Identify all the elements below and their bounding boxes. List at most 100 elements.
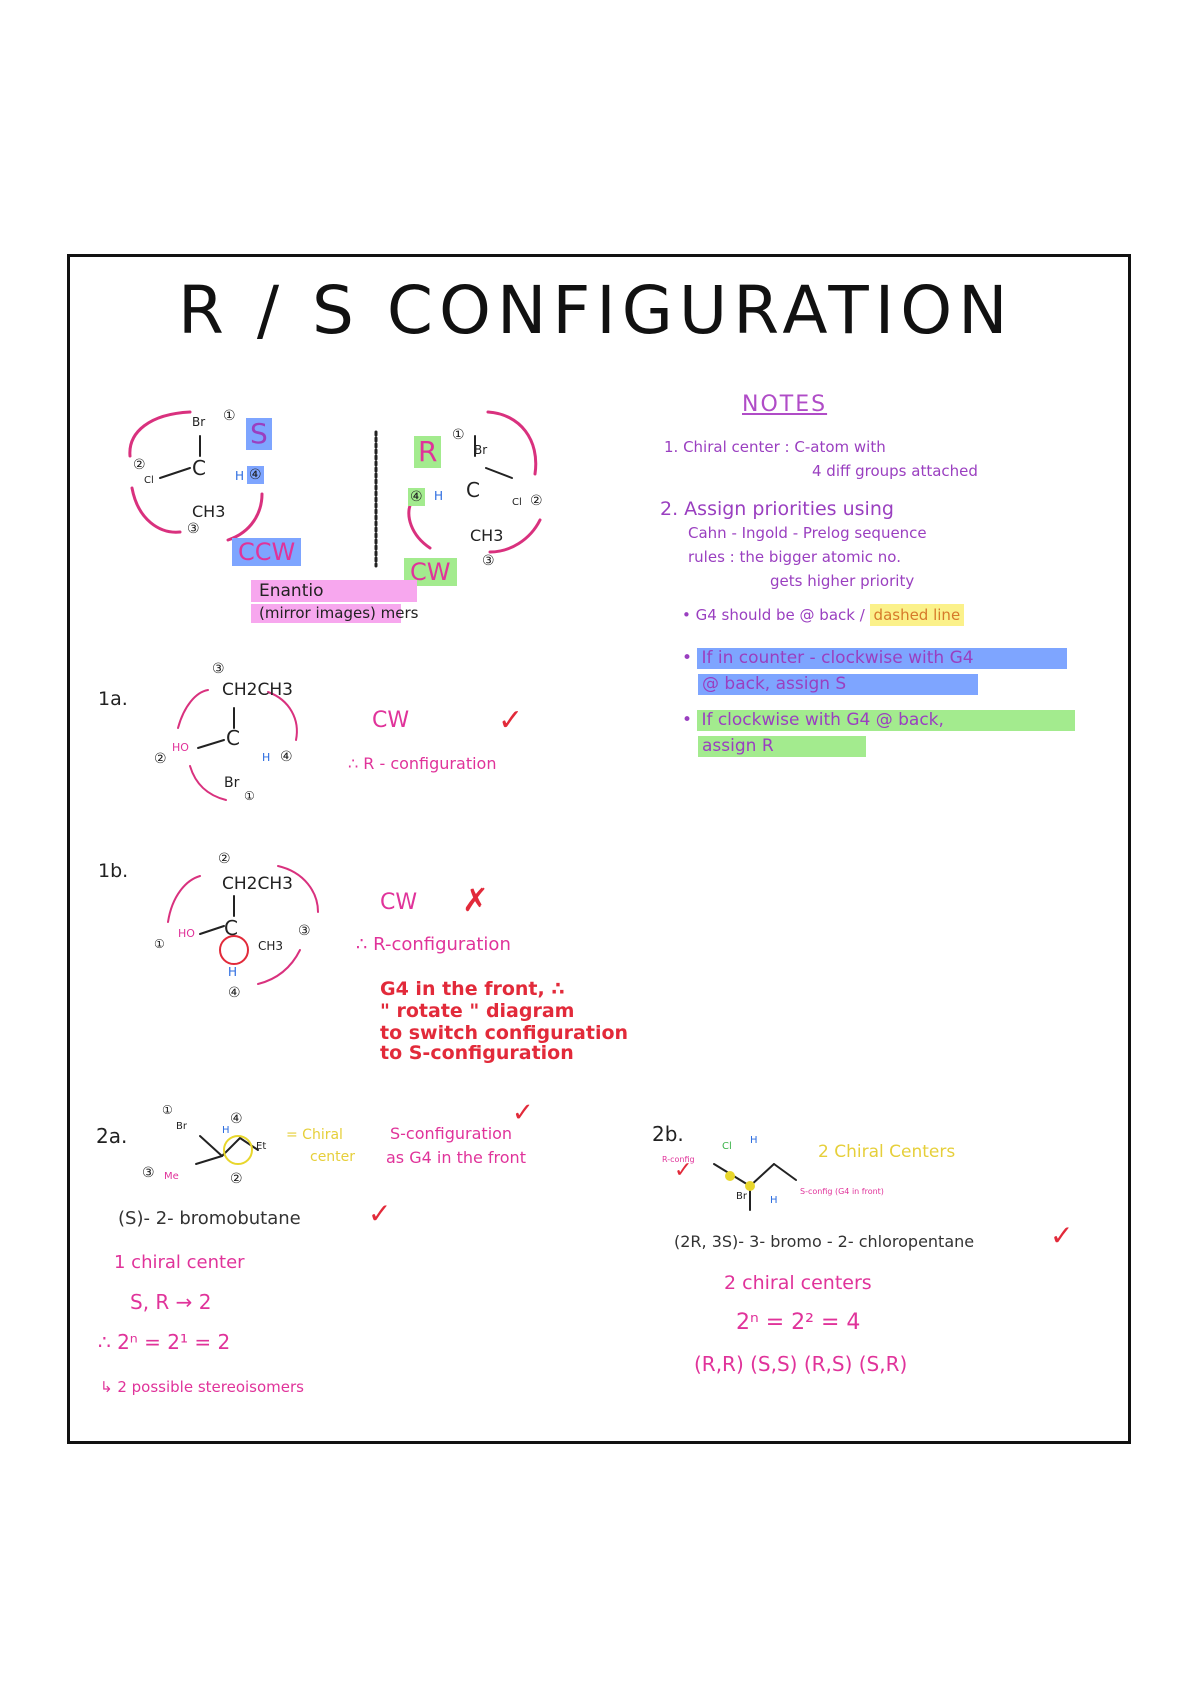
ex1a-priority-left: ② xyxy=(154,751,167,767)
ex1b-note2: " rotate " diagram xyxy=(380,1000,575,1022)
atom-br-left: Br xyxy=(192,415,206,429)
ex1b-priority-bottom: ④ xyxy=(228,985,241,1001)
ex1b-atom-h: H xyxy=(228,965,238,979)
ex2a-config2: as G4 in the front xyxy=(386,1148,526,1167)
atom-ch3-left: CH3 xyxy=(192,502,226,521)
bullet-ccw: • If in counter - clockwise with G4 xyxy=(682,648,1068,669)
ex2b-tiny-s: S-config (G4 in front) xyxy=(800,1187,884,1196)
ex2a-atom-br: Br xyxy=(176,1121,187,1132)
enantio-line1: Enantio xyxy=(251,580,417,602)
ex1a-atom-h: H xyxy=(262,751,271,764)
ex1a-atom-c: C xyxy=(226,726,240,750)
ex2b-count: 2 chiral centers xyxy=(724,1272,872,1294)
ex2a-combo: S, R → 2 xyxy=(130,1290,212,1314)
ex1b-cross: ✗ xyxy=(462,881,489,919)
notes-heading: NOTES xyxy=(742,392,828,417)
priority-2-right: ② xyxy=(530,493,543,509)
ex1a-atom-br: Br xyxy=(224,775,240,791)
page-border xyxy=(67,254,1131,1444)
ex1b-atom-ho: HO xyxy=(178,927,195,940)
ex1a-atom-ho: HO xyxy=(172,741,189,754)
label-s: S xyxy=(246,418,272,450)
enantio-line2: (mirror images) mers xyxy=(251,604,427,623)
ex1a-direction: CW xyxy=(372,708,410,733)
ex1b-priority-top: ② xyxy=(218,851,231,867)
ex1b-label: 1b. xyxy=(98,860,129,882)
label-r: R xyxy=(414,436,442,468)
atom-c-right: C xyxy=(466,478,480,502)
ex1a-priority-bottom: ① xyxy=(244,789,255,803)
ex2b-atom-cl: Cl xyxy=(722,1141,732,1152)
ex1b-result: ∴ R-configuration xyxy=(356,934,511,955)
bullet-ccw-line2: @ back, assign S xyxy=(698,674,978,695)
ex1b-note4: to S-configuration xyxy=(380,1042,574,1064)
note1-line2: 4 diff groups attached xyxy=(812,462,978,480)
priority-4-left: ④ xyxy=(247,466,264,484)
ex1b-priority-right: ③ xyxy=(298,923,311,939)
ex1b-priority-left: ① xyxy=(154,937,165,951)
ex2b-atom-h-top: H xyxy=(750,1135,758,1146)
bullet-cw-line1: If clockwise with G4 @ back, xyxy=(697,710,1076,731)
ex2a-check: ✓ xyxy=(368,1197,392,1230)
bullet-g4-text: G4 should be @ back / xyxy=(695,606,870,624)
priority-4-right: ④ xyxy=(408,488,425,506)
label-ccw: CCW xyxy=(232,538,302,566)
atom-br-right: Br xyxy=(474,443,488,457)
ex2b-atom-br: Br xyxy=(736,1191,747,1202)
ex1b-note3: to switch configuration xyxy=(380,1022,629,1044)
atom-h-left: H xyxy=(235,469,245,483)
bullet-g4-back: • G4 should be @ back / dashed line xyxy=(682,604,965,626)
ex2b-atom-h-bottom: H xyxy=(770,1195,778,1206)
ex2b-chiral-centers-note: 2 Chiral Centers xyxy=(818,1142,956,1162)
ex2a-priority-me: ③ xyxy=(142,1165,155,1181)
ex1a-check: ✓ xyxy=(498,703,524,738)
ex1a-label: 1a. xyxy=(98,688,128,710)
dashed-line-highlight: dashed line xyxy=(869,604,965,626)
ex1b-atom-top: CH2CH3 xyxy=(222,874,293,894)
page-title: R / S CONFIGURATION xyxy=(178,272,1014,349)
bullet-cw-line2: assign R xyxy=(698,736,866,757)
ex1b-note1: G4 in the front, ∴ xyxy=(380,978,565,1000)
ex2a-name: (S)- 2- bromobutane xyxy=(118,1208,301,1229)
ex2b-calc: 2ⁿ = 2² = 4 xyxy=(736,1310,861,1335)
priority-3-left: ③ xyxy=(187,521,200,537)
ex2b-check-small: ✓ xyxy=(674,1158,693,1183)
ex2a-possible: ↳ 2 possible stereoisomers xyxy=(100,1378,304,1396)
atom-ch3-right: CH3 xyxy=(470,526,504,545)
note2-line1: 2. Assign priorities using xyxy=(660,498,894,520)
note2-line3: rules : the bigger atomic no. xyxy=(688,548,901,566)
ex1b-atom-ch3: CH3 xyxy=(258,939,284,953)
ex2b-label: 2b. xyxy=(652,1122,684,1146)
ex2a-count: 1 chiral center xyxy=(114,1252,245,1273)
ex1a-priority-top: ③ xyxy=(212,661,225,677)
atom-h-right: H xyxy=(434,489,444,503)
ex1b-direction: CW xyxy=(380,890,418,915)
ex2a-priority-br: ① xyxy=(162,1103,173,1117)
ex2b-name: (2R, 3S)- 3- bromo - 2- chloropentane xyxy=(674,1232,975,1251)
ex1a-result: ∴ R - configuration xyxy=(348,754,497,773)
ex1b-atom-c: C xyxy=(224,916,238,940)
ex2a-atom-me: Me xyxy=(164,1171,179,1182)
ex2a-chiral-note1: = Chiral xyxy=(286,1127,343,1143)
ex2a-check-top: ✓ xyxy=(512,1098,534,1128)
ex1a-priority-right: ④ xyxy=(280,749,293,765)
ex2a-priority-et: ② xyxy=(230,1171,243,1187)
atom-c-left: C xyxy=(192,456,206,480)
ex2b-check: ✓ xyxy=(1050,1219,1074,1252)
priority-3-right: ③ xyxy=(482,553,495,569)
atom-cl-right: Cl xyxy=(512,497,522,508)
note2-line4: gets higher priority xyxy=(770,572,915,590)
priority-1-left: ① xyxy=(223,408,236,424)
bullet-ccw-line1: If in counter - clockwise with G4 xyxy=(697,648,1068,669)
priority-2-left: ② xyxy=(133,457,146,473)
ex2a-atom-h: H xyxy=(222,1125,230,1136)
bullet-cw: • If clockwise with G4 @ back, xyxy=(682,710,1076,731)
ex2a-atom-et: Et xyxy=(256,1141,267,1152)
ex2a-config1: S-configuration xyxy=(390,1124,513,1143)
ex2b-pairs: (R,R) (S,S) (R,S) (S,R) xyxy=(694,1352,908,1376)
ex2a-chiral-note2: center xyxy=(310,1149,356,1165)
priority-1-right: ① xyxy=(452,427,465,443)
ex2a-label: 2a. xyxy=(96,1124,128,1148)
note2-line2: Cahn - Ingold - Prelog sequence xyxy=(688,524,927,542)
